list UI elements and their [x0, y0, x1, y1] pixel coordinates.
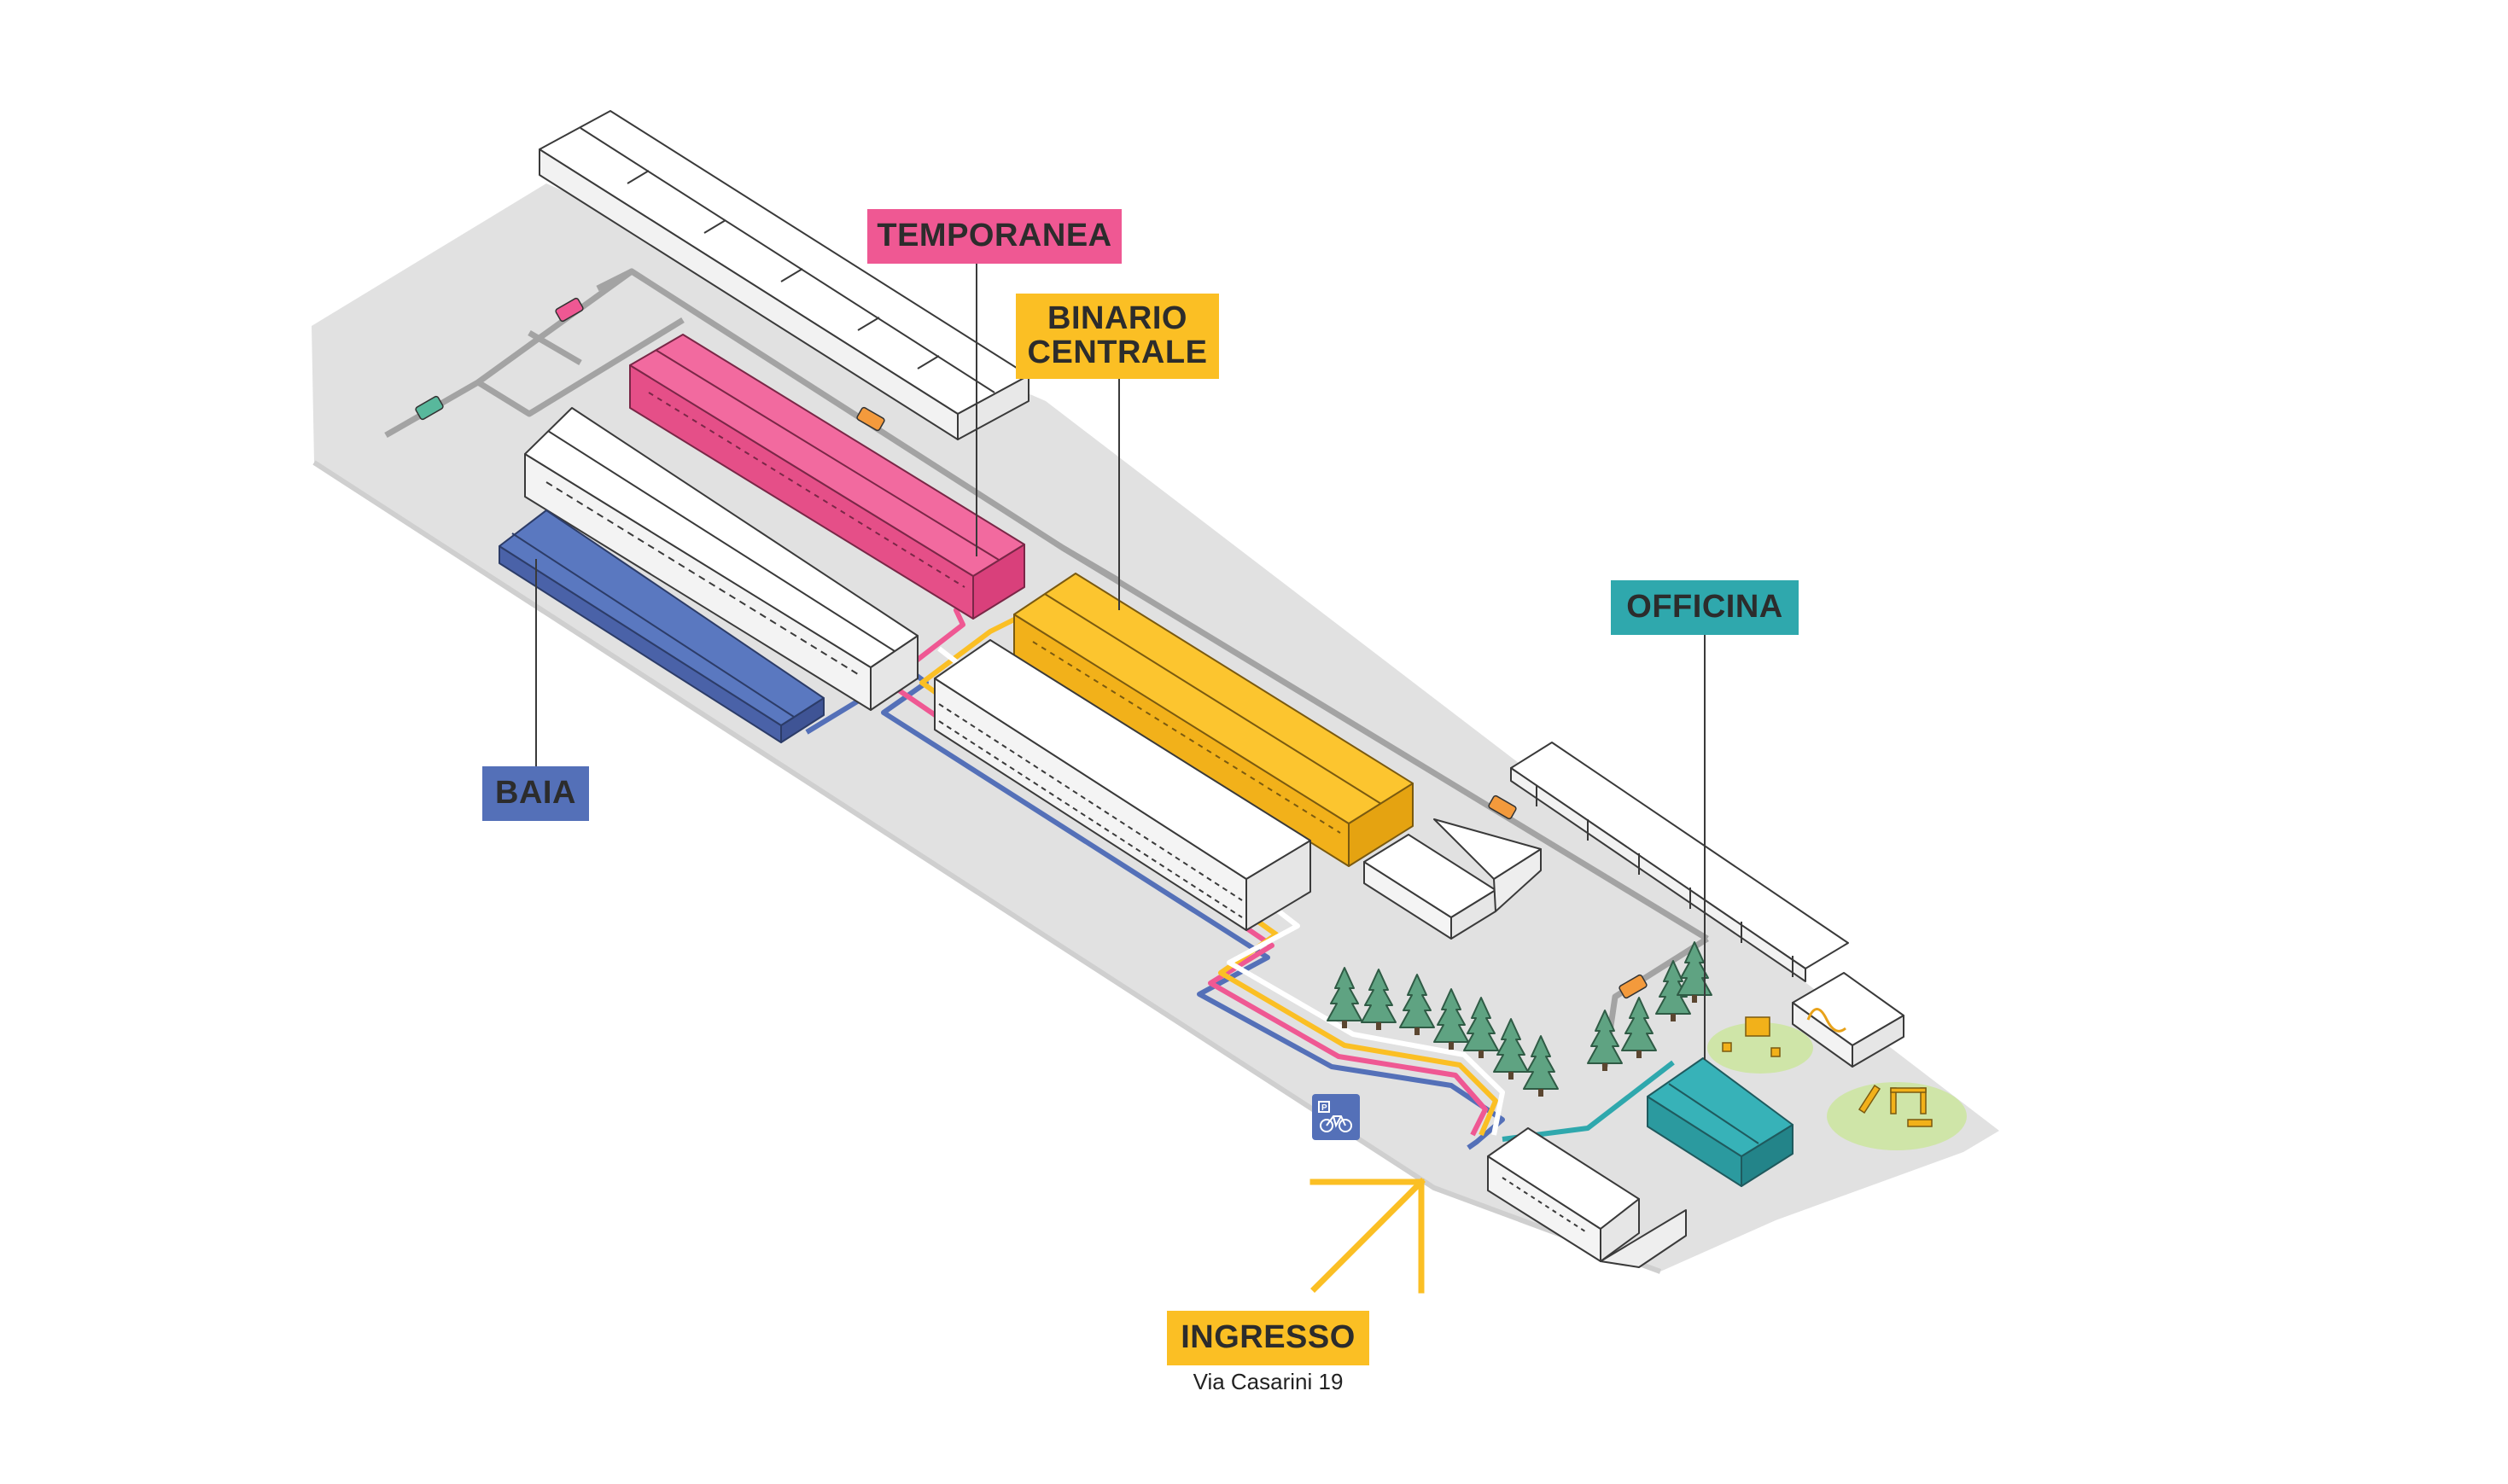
car-orange-2: [1488, 794, 1517, 820]
leader-temporanea: [976, 256, 977, 556]
leader-officina: [1704, 633, 1706, 1060]
entrance-arrow-icon: [1309, 1178, 1426, 1294]
car-teal: [415, 395, 444, 421]
car-orange-1: [856, 406, 885, 432]
playground-pavilion: [1792, 972, 1904, 1068]
building-temporanea: [629, 334, 1025, 620]
car-pink: [555, 297, 584, 323]
building-officina: [1647, 1057, 1794, 1187]
leader-baia: [535, 559, 537, 766]
label-binario-line1: BINARIO: [1047, 300, 1187, 337]
label-baia[interactable]: BAIA: [482, 766, 589, 821]
bike-parking-icon: P: [1318, 1101, 1352, 1132]
label-temporanea[interactable]: TEMPORANEA: [867, 209, 1122, 264]
label-ingresso-text: INGRESSO: [1181, 1319, 1356, 1356]
path-white: [937, 646, 1505, 1136]
leader-binario-centrale: [1118, 375, 1120, 610]
label-baia-text: BAIA: [495, 775, 576, 812]
label-officina[interactable]: OFFICINA: [1611, 580, 1799, 635]
entrance-address: Via Casarini 19: [1193, 1369, 1344, 1394]
cars: [415, 297, 1648, 999]
label-ingresso[interactable]: INGRESSO: [1167, 1311, 1369, 1365]
label-temporanea-text: TEMPORANEA: [877, 218, 1112, 254]
path-temporanea: [885, 597, 1488, 1137]
car-orange-3: [1619, 974, 1648, 999]
building-white-long: [934, 639, 1311, 931]
label-officina-text: OFFICINA: [1626, 589, 1783, 626]
building-baia: [499, 509, 825, 743]
bike-parking-sign: P: [1312, 1094, 1360, 1140]
path-binario: [919, 612, 1498, 1137]
building-white-shed: [524, 407, 919, 711]
playground-areas: [1707, 1016, 1967, 1150]
east-canopy: [1510, 742, 1849, 982]
svg-text:P: P: [1321, 1103, 1327, 1113]
building-small-sheds: [1363, 818, 1542, 940]
entrance-building: [1487, 1127, 1687, 1268]
building-binario-centrale: [1013, 573, 1414, 867]
internal-roads: [384, 268, 1709, 1068]
label-binario-centrale[interactable]: BINARIO CENTRALE: [1016, 294, 1219, 379]
label-binario-line2: CENTRALE: [1027, 335, 1208, 370]
